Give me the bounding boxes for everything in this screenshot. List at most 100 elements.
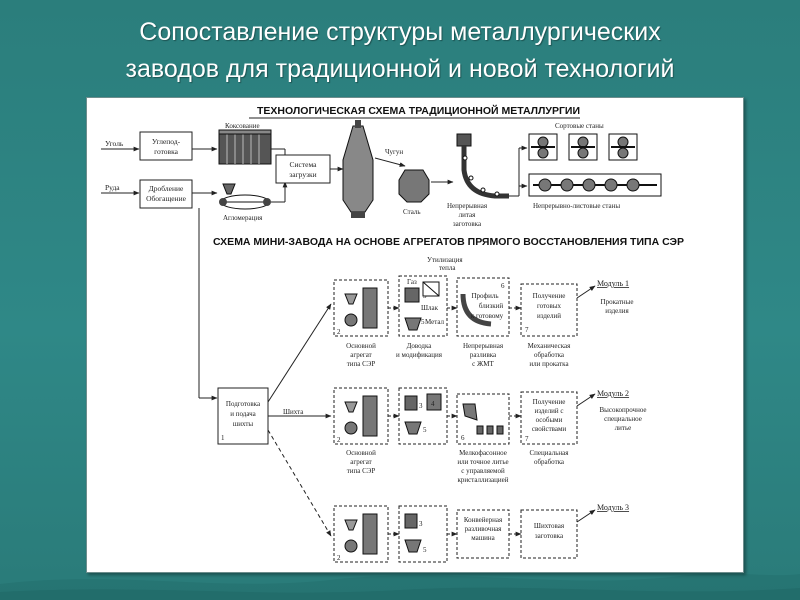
prep-line2: и подача <box>230 410 256 418</box>
continuous-caster-icon <box>456 133 509 199</box>
ser-unit-icon-2 <box>344 395 378 437</box>
billet-line2: заготовка <box>535 532 564 540</box>
m1-num-2: 2 <box>337 328 341 336</box>
conveyor-line2: разливочная <box>465 525 503 533</box>
precision-line3: с управляемой <box>461 467 505 475</box>
special-line4: свойствами <box>532 425 567 433</box>
m1-num-7: 7 <box>525 326 529 334</box>
coal-prep-line2: готовка <box>154 147 179 156</box>
coke-oven-icon <box>218 129 272 165</box>
module1-label: Модуль 1 <box>597 279 629 288</box>
m2-num-5: 5 <box>423 426 427 434</box>
crushing-line1: Дробление <box>149 184 184 193</box>
heat-util-line2: тепла <box>439 264 456 272</box>
sinter-machine-icon <box>219 183 271 210</box>
profile-line3: к готовому <box>471 312 504 320</box>
cast-iron-label: Чугун <box>385 148 403 156</box>
module2-row: 2 Основной агрегат типа СЭР 3 4 5 6 Мелк… <box>333 387 647 484</box>
agglomeration-label: Агломерация <box>223 214 263 222</box>
m1-main-line3: типа СЭР <box>347 360 376 368</box>
ore-label: Руда <box>105 183 120 192</box>
crushing-box <box>139 179 193 209</box>
m2-main-line2: агрегат <box>350 458 371 466</box>
ser-unit-icon-3 <box>344 513 378 555</box>
module3-label: Модуль 3 <box>597 503 629 512</box>
charge-label: Шихта <box>283 408 304 416</box>
m2-main-line1: Основной <box>346 449 376 457</box>
m2-num-6: 6 <box>461 434 465 442</box>
m3-num-3: 3 <box>419 520 423 528</box>
m1-mech-line3: или прокатка <box>529 360 569 368</box>
m3-num-2: 2 <box>337 554 341 562</box>
m1-finished-line2: готовых <box>537 302 562 310</box>
profile-line1: Профиль <box>471 292 498 300</box>
m1-finished-line3: изделий <box>537 312 561 320</box>
m1-refine-line2: и модификация <box>396 351 443 359</box>
special-line2: изделий с <box>535 407 564 415</box>
module2-out-line3: литье <box>615 424 632 432</box>
steel-label: Сталь <box>403 208 421 216</box>
prep-number: 1 <box>221 434 225 442</box>
precision-line2: или точное литье <box>457 458 508 466</box>
m3-num-5: 5 <box>423 546 427 554</box>
ser-unit-icon <box>344 287 378 329</box>
prep-line1: Подготовка <box>226 400 261 408</box>
slide-title: Сопоставление структуры металлургических… <box>40 14 760 88</box>
heat-util-line1: Утилизация <box>427 256 463 264</box>
m1-cast-line2: разливка <box>470 351 497 359</box>
slag-label: Шлак <box>421 304 439 312</box>
section-mill-icons <box>528 133 638 161</box>
charge-prep-box <box>217 387 269 445</box>
crushing-line2: Обогащение <box>146 194 187 203</box>
conveyor-line1: Конвейерная <box>464 516 503 524</box>
slide-title-line1: Сопоставление структуры металлургических <box>139 18 661 46</box>
prep-line3: шихты <box>233 420 254 428</box>
blast-furnace-icon <box>342 120 374 218</box>
gas-label: Газ <box>407 278 417 286</box>
m1-main-line2: агрегат <box>350 351 371 359</box>
process-diagram: ТЕХНОЛОГИЧЕСКАЯ СХЕМА ТРАДИЦИОННОЙ МЕТАЛ… <box>101 104 684 563</box>
conveyor-line3: машина <box>471 534 495 542</box>
module2-out-line2: специальное <box>604 415 642 423</box>
special-line1: Получение <box>533 398 566 406</box>
loading-line2: загрузки <box>289 170 316 179</box>
m1-cast-line1: Непрерывная <box>463 342 504 350</box>
m1-mech-line2: обработка <box>534 351 565 359</box>
precision-line4: кристаллизацией <box>457 476 508 484</box>
module2-out-line1: Высокопрочное <box>599 406 646 414</box>
m1-cast-line3: с ЖМТ <box>472 360 494 368</box>
coal-prep-box <box>139 131 193 161</box>
precision-line1: Мелкофасонное <box>459 449 507 457</box>
coking-label: Коксование <box>225 122 260 130</box>
m2-num-4: 4 <box>431 400 435 408</box>
section-mills-label: Сортовые станы <box>555 122 604 130</box>
module3-row: 2 3 5 Конвейерная разливочная машина Ших… <box>333 503 629 563</box>
strip-mills-label: Непрерывно-листовые станы <box>533 202 620 210</box>
special-line3: особыми <box>536 416 563 424</box>
m1-refine-line1: Доводка <box>407 342 433 350</box>
caster-line1: Непрерывная <box>447 202 488 210</box>
m1-finished-line1: Получение <box>533 292 566 300</box>
m2-num-7: 7 <box>525 435 529 443</box>
caster-line3: заготовка <box>453 220 482 228</box>
m1-mech-line1: Механическая <box>528 342 571 350</box>
slide-title-line2: заводов для традиционной и новой техноло… <box>125 55 675 83</box>
profile-line2: близкий <box>479 302 504 310</box>
special-proc-line2: обработка <box>534 458 565 466</box>
loading-system-box <box>275 154 331 184</box>
coal-label: Уголь <box>105 139 124 148</box>
m2-num-2: 2 <box>337 436 341 444</box>
module1-row: 2 Основной агрегат типа СЭР Газ 3 Шлак 5… <box>333 275 634 368</box>
module1-out-line2: изделия <box>605 307 629 315</box>
m1-num-5: 5 <box>421 318 425 326</box>
traditional-header: ТЕХНОЛОГИЧЕСКАЯ СХЕМА ТРАДИЦИОННОЙ МЕТАЛ… <box>257 104 580 117</box>
m2-main-line3: типа СЭР <box>347 467 376 475</box>
metal-label: Метал <box>425 318 445 326</box>
module1-out-line1: Прокатные <box>601 298 634 306</box>
billet-line1: Шихтовая <box>534 522 565 530</box>
wave-decoration <box>0 573 800 600</box>
special-proc-line1: Специальная <box>530 449 570 457</box>
minimill-header: СХЕМА МИНИ-ЗАВОДА НА ОСНОВЕ АГРЕГАТОВ ПР… <box>213 236 684 248</box>
caster-line2: литая <box>459 211 476 219</box>
strip-mill-icon <box>528 173 662 197</box>
